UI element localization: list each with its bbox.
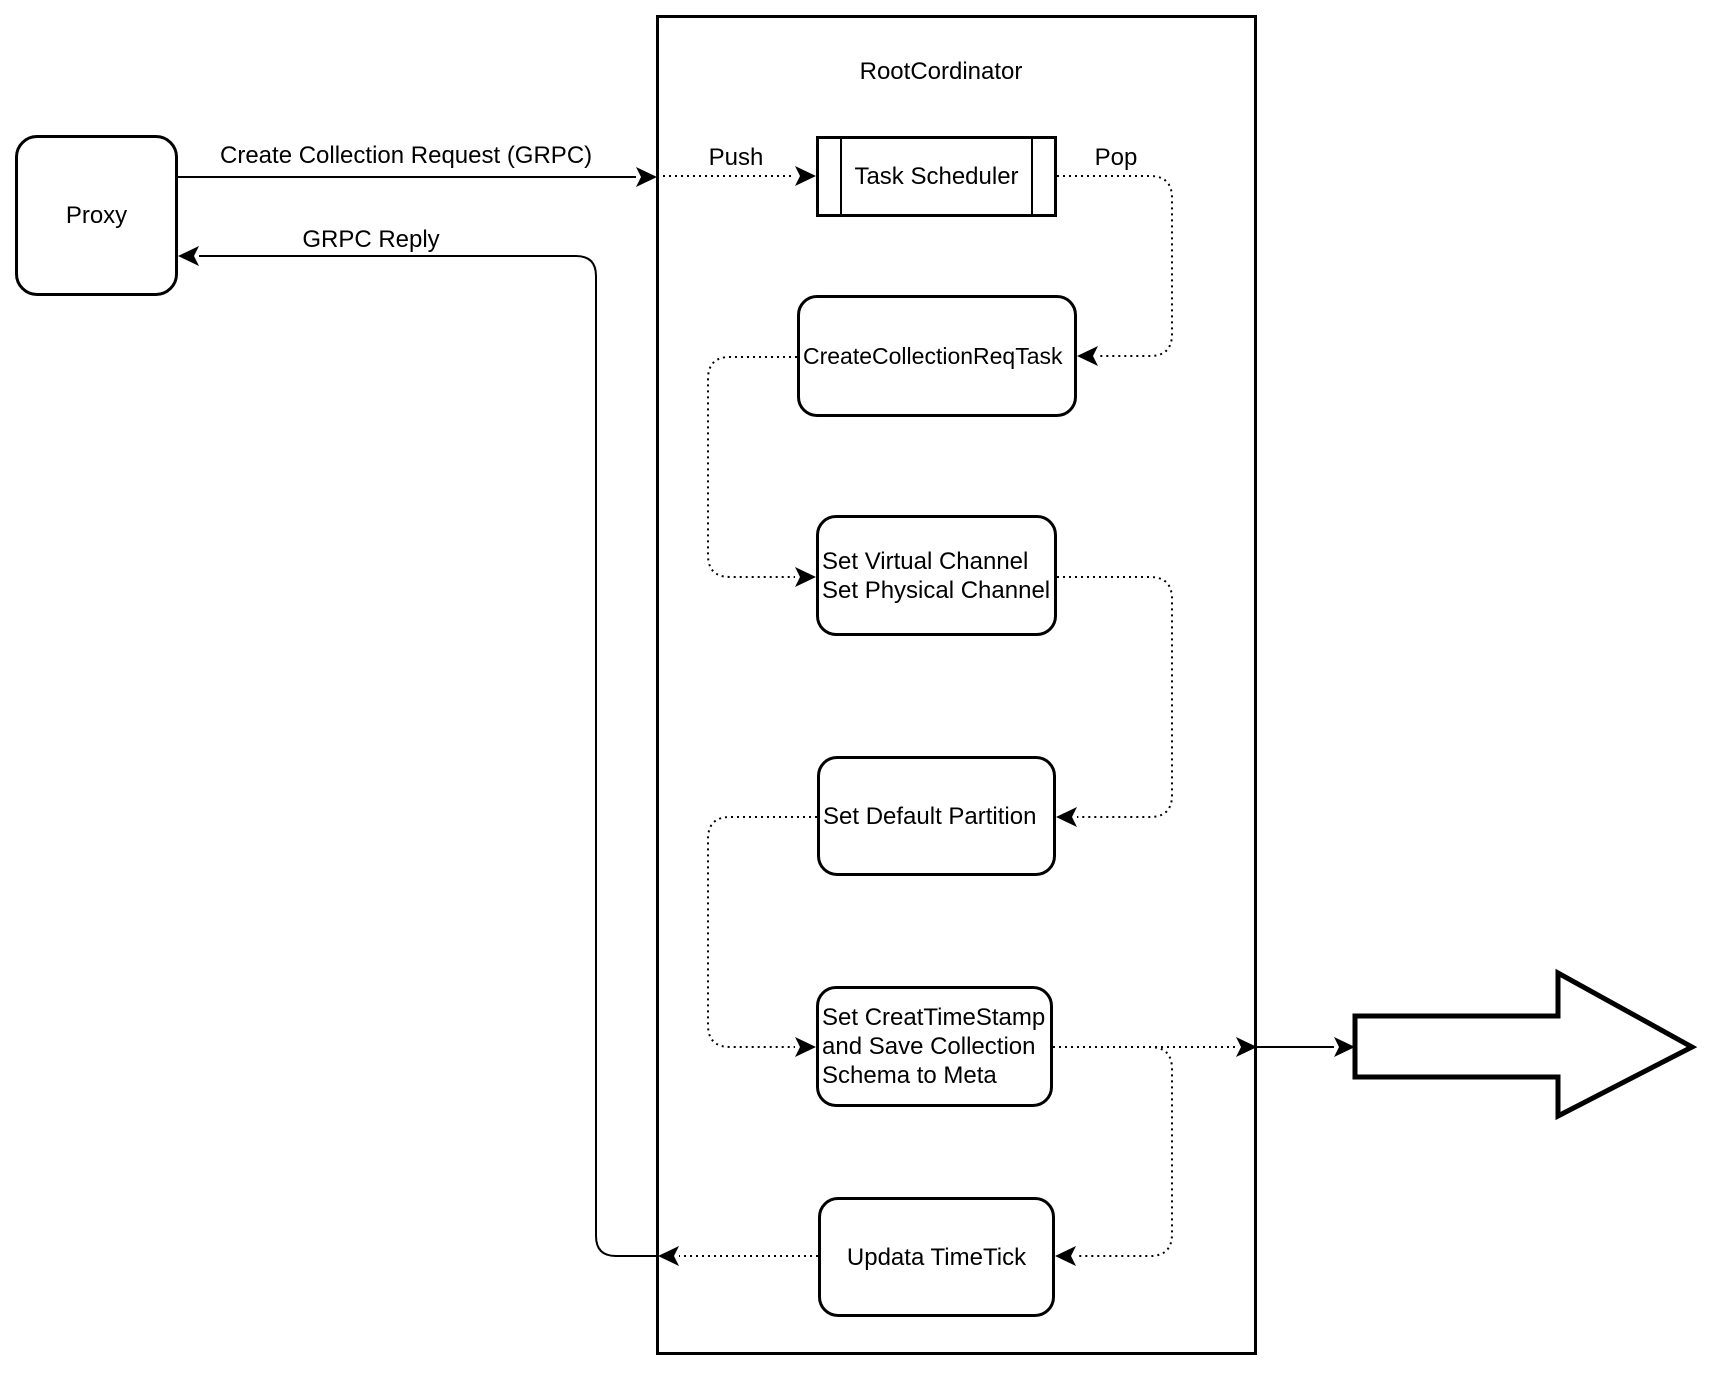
node-set-default-partition: Set Default Partition (817, 756, 1056, 876)
node-update-timetick: Updata TimeTick (818, 1197, 1055, 1317)
rootcordinator-container (656, 15, 1257, 1355)
edge-label-grpc-reply: GRPC Reply (302, 226, 440, 253)
node-set-create-timestamp-line3: Schema to Meta (822, 1062, 997, 1089)
edge-label-push: Push (708, 144, 764, 171)
arrowhead-grpc-reply (178, 246, 199, 266)
node-proxy-label: Proxy (65, 202, 128, 229)
node-create-collection-req-task-label: CreateCollectionReqTask (803, 342, 1063, 369)
arrowhead-create-collection-request (636, 167, 657, 187)
node-proxy: Proxy (15, 135, 178, 296)
node-create-collection-req-task: CreateCollectionReqTask (797, 295, 1077, 417)
arrowhead-dml (1334, 1037, 1355, 1057)
edge-grpc-reply (199, 255, 657, 1257)
task-scheduler-right-bar (1031, 139, 1033, 214)
node-update-timetick-label: Updata TimeTick (846, 1243, 1027, 1271)
node-task-scheduler-label: Task Scheduler (854, 163, 1019, 190)
node-set-create-timestamp-line1: Set CreatTimeStamp (822, 1004, 1046, 1031)
node-set-channels: Set Virtual Channel Set Physical Channel (816, 515, 1057, 636)
node-set-default-partition-label: Set Default Partition (823, 802, 1037, 830)
task-scheduler-left-bar (840, 139, 842, 214)
node-task-scheduler: Task Scheduler (816, 136, 1057, 217)
edge-label-create-collection-request: Create Collection Request (GRPC) (220, 142, 593, 169)
node-set-channels-line1: Set Virtual Channel (822, 547, 1029, 575)
rootcordinator-title: RootCordinator (859, 58, 1023, 85)
edge-label-pop: Pop (1094, 144, 1138, 171)
dml-channels-label: DML channnels (1442, 1032, 1608, 1059)
node-set-channels-line2: Set Physical Channel (822, 576, 1051, 604)
node-set-create-timestamp-line2: and Save Collection (822, 1033, 1036, 1060)
node-set-create-timestamp: Set CreatTimeStamp and Save Collection S… (816, 986, 1053, 1107)
